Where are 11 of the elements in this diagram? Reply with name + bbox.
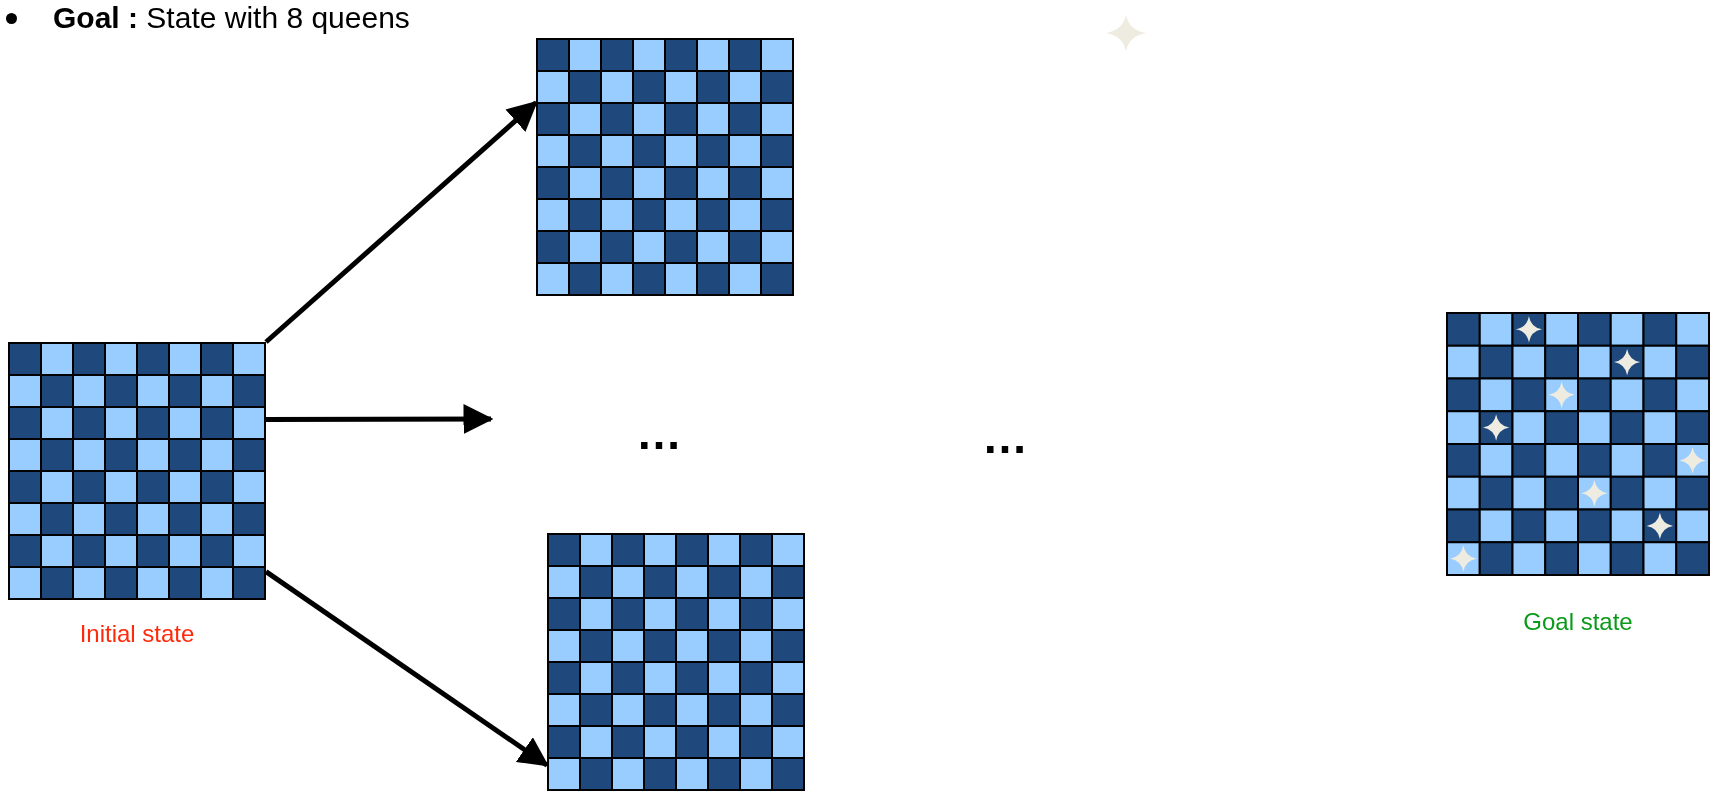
arrow (266, 404, 494, 435)
ellipsis: … (982, 414, 1028, 460)
chessboard-drawing (1446, 312, 1710, 576)
ellipsis: … (636, 410, 682, 456)
chessboard-drawing (8, 342, 266, 600)
chessboard-drawing (547, 533, 805, 791)
arrow (264, 100, 538, 344)
chessboard-drawing (536, 38, 794, 296)
title: Goal : State with 8 queens (53, 2, 410, 34)
state-caption: Initial state (78, 620, 196, 648)
state-caption: Goal state (1522, 608, 1634, 636)
